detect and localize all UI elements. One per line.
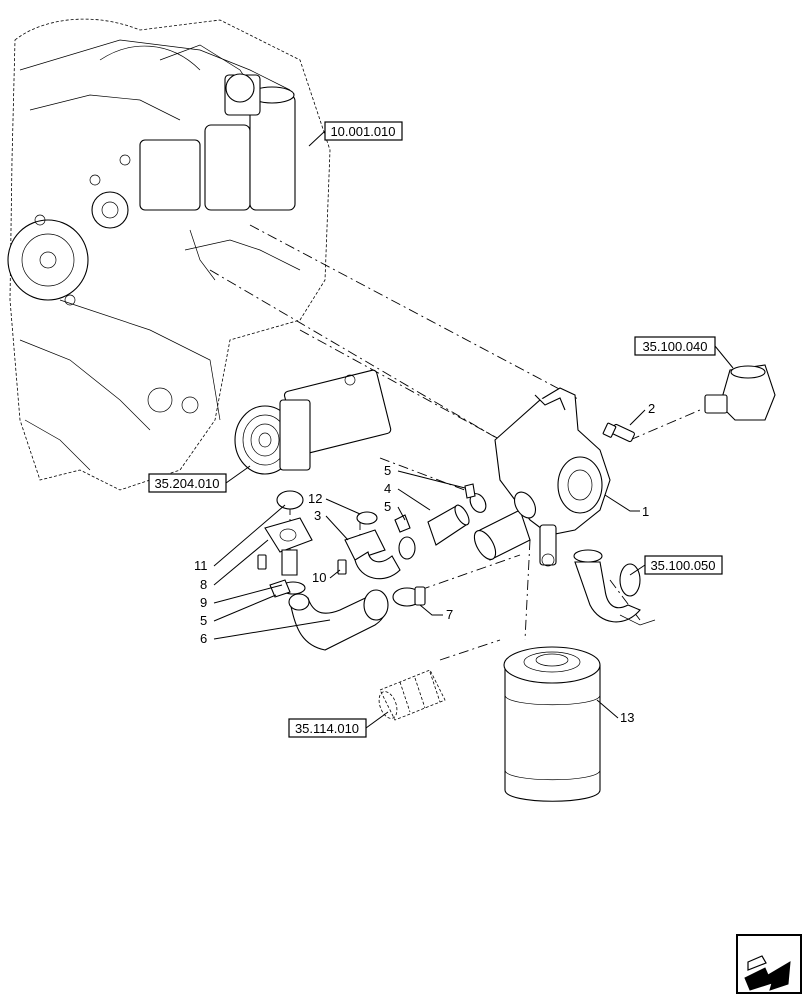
- right-pipe: [573, 549, 656, 626]
- ref-box-pipe-right: 35.100.050: [629, 555, 723, 576]
- engine-block: [7, 18, 331, 491]
- ref-fitting-top-label: 35.100.040: [642, 339, 707, 354]
- callout-3: 3: [314, 508, 321, 523]
- fitting-top-right: [704, 364, 776, 421]
- callout-7: 7: [446, 607, 453, 622]
- ref-hose-left-label: 35.114.010: [295, 721, 359, 736]
- callout-9: 9: [200, 595, 207, 610]
- callout-12: 12: [308, 491, 322, 506]
- ref-box-engine: 10.001.010: [308, 121, 403, 147]
- bolt: [602, 422, 635, 443]
- hose-coupling: [378, 669, 446, 721]
- callout-4: 4: [384, 481, 391, 496]
- ref-box-fitting-top: 35.100.040: [634, 336, 734, 369]
- callout-1: 1: [642, 504, 649, 519]
- callout-2: 2: [648, 401, 655, 416]
- callout-5-top: 5: [384, 463, 391, 478]
- callout-5-bottom: 5: [200, 613, 207, 628]
- ref-box-hose-left: 35.114.010: [288, 711, 389, 738]
- hose: [288, 589, 389, 651]
- callout-11: 11: [194, 558, 208, 573]
- ref-pump-label: 35.204.010: [154, 476, 219, 491]
- oil-filter: [503, 646, 601, 802]
- ref-box-pump: 35.204.010: [148, 465, 251, 493]
- pipes-and-fittings: [257, 483, 537, 607]
- callouts: 1 2 5 4 5 12 3 10 7 11 8 9 5: [194, 401, 655, 725]
- next-page-arrow-icon[interactable]: [736, 934, 802, 994]
- callout-6: 6: [200, 631, 207, 646]
- ref-engine-label: 10.001.010: [330, 124, 395, 139]
- callout-5-mid: 5: [384, 499, 391, 514]
- hydraulic-pump: [234, 369, 392, 475]
- callout-10: 10: [312, 570, 326, 585]
- callout-8: 8: [200, 577, 207, 592]
- callout-13: 13: [620, 710, 634, 725]
- ref-pipe-right-label: 35.100.050: [650, 558, 715, 573]
